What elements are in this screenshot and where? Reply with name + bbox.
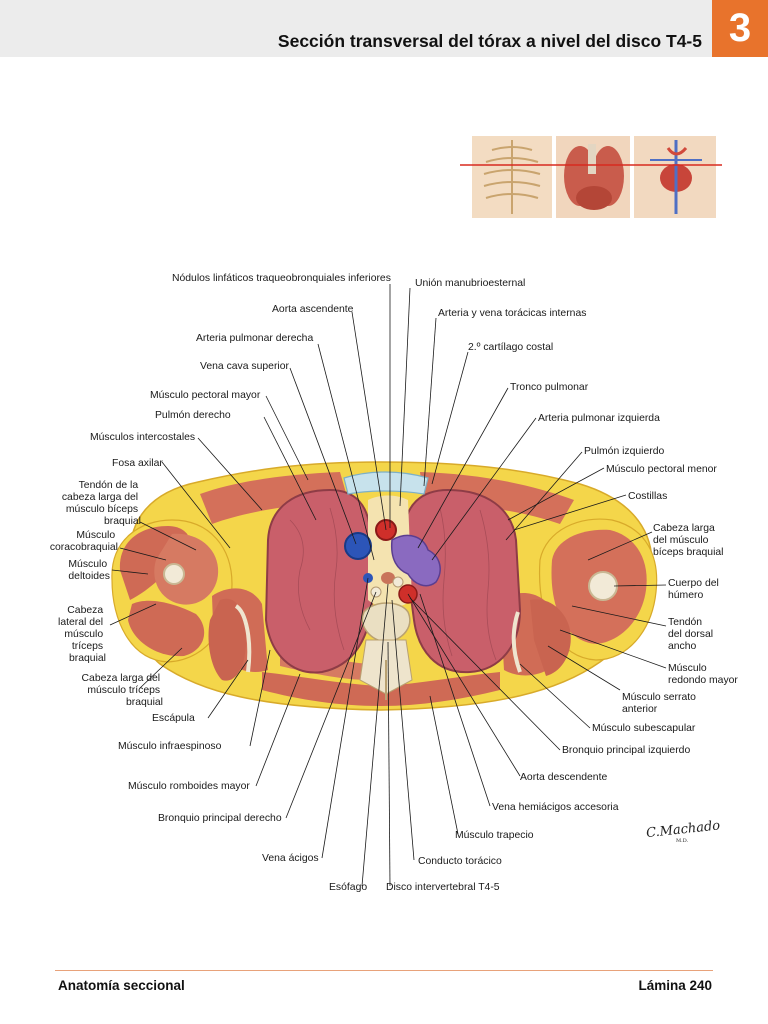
- biceps-left: [154, 533, 219, 605]
- label-biceps-long-head: Cabeza larga del músculo bíceps braquial: [653, 523, 723, 558]
- label-teres-major: Músculo redondo mayor: [668, 663, 738, 686]
- label-superior-vena-cava: Vena cava superior: [200, 361, 289, 372]
- label-serratus-anterior: Músculo serrato anterior: [622, 692, 699, 715]
- sternum: [343, 471, 429, 495]
- label-esophagus: Esófago: [329, 882, 367, 893]
- label-trapezius: Músculo trapecio: [455, 830, 534, 841]
- label-triceps-lateral-head: Cabeza lateral del músculo tríceps braqu…: [58, 605, 106, 664]
- footer-plate-number: Lámina 240: [638, 978, 712, 993]
- label-coracobrachialis: Músculo coracobraquial: [50, 530, 118, 553]
- label-internal-thoracic: Arteria y vena torácicas internas: [438, 308, 586, 319]
- footer-divider: [55, 970, 713, 971]
- chapter-number-badge: 3: [712, 0, 768, 57]
- label-pectoralis-major: Músculo pectoral mayor: [150, 390, 261, 401]
- label-axillary-fossa: Fosa axilar: [112, 458, 163, 469]
- label-manubriosternal-joint: Unión manubrioesternal: [415, 278, 525, 289]
- label-humerus-body: Cuerpo del húmero: [668, 578, 722, 601]
- label-right-lung: Pulmón derecho: [155, 410, 231, 421]
- label-accessory-hemiazygos: Vena hemiácigos accesoria: [492, 802, 619, 813]
- label-left-main-bronchus: Bronquio principal izquierdo: [562, 745, 690, 756]
- label-2nd-costal-cartilage: 2.º cartílago costal: [468, 342, 553, 353]
- label-descending-aorta: Aorta descendente: [520, 772, 607, 783]
- humerus-left: [163, 563, 185, 585]
- label-lymph-nodes: Nódulos linfáticos traqueobronquiales in…: [172, 273, 391, 284]
- orientation-thumbnails: [460, 136, 722, 218]
- footer-section-title: Anatomía seccional: [58, 978, 185, 993]
- label-intervertebral-disc: Disco intervertebral T4-5: [386, 882, 500, 893]
- thumbnail-organs: [564, 144, 624, 210]
- label-scapula: Escápula: [152, 713, 195, 724]
- label-right-pulmonary-artery: Arteria pulmonar derecha: [196, 333, 313, 344]
- pectoralis-major-left: [200, 472, 348, 524]
- esophagus: [381, 572, 395, 584]
- labels: Nódulos linfáticos traqueobronquiales in…: [50, 273, 739, 893]
- pectoralis-major-right: [420, 472, 574, 524]
- label-subscapularis: Músculo subescapular: [592, 723, 696, 734]
- left-lung: [402, 488, 522, 674]
- label-right-main-bronchus: Bronquio principal derecho: [158, 813, 282, 824]
- label-azygos-vein: Vena ácigos: [262, 853, 319, 864]
- leader-lines: [109, 284, 667, 887]
- infraspinatus-left: [208, 598, 246, 681]
- thumbnail-vessels: [650, 140, 702, 214]
- superior-vena-cava: [344, 532, 372, 560]
- label-biceps-long-head-tendon: Tendón de la cabeza larga del músculo bí…: [62, 480, 141, 527]
- label-thoracic-duct: Conducto torácico: [418, 856, 502, 867]
- scapula-left: [234, 604, 252, 673]
- label-ascending-aorta: Aorta ascendente: [272, 304, 354, 315]
- label-infraspinatus: Músculo infraespinoso: [118, 741, 222, 752]
- scapula-right: [511, 611, 522, 673]
- label-left-pulmonary-artery: Arteria pulmonar izquierda: [538, 413, 660, 424]
- triceps-left: [128, 600, 205, 657]
- thorax-cross-section: [111, 461, 658, 711]
- thumbnail-skeleton: [483, 140, 541, 214]
- label-pulmonary-trunk: Tronco pulmonar: [510, 382, 589, 393]
- label-left-lung: Pulmón izquierdo: [584, 446, 665, 457]
- label-rhomboid-major: Músculo romboides mayor: [128, 781, 250, 792]
- label-latissimus-tendon: Tendón del dorsal ancho: [668, 617, 716, 652]
- label-deltoid: Músculo deltoides: [68, 559, 110, 582]
- main-bronchus-left: [392, 576, 404, 588]
- right-lung: [264, 488, 374, 674]
- label-ribs: Costillas: [628, 491, 667, 502]
- page-title: Sección transversal del tórax a nivel de…: [277, 31, 702, 51]
- artist-signature: C.Machado M.D.: [645, 818, 721, 844]
- label-pectoralis-minor: Músculo pectoral menor: [606, 464, 717, 475]
- serratus-right: [530, 599, 571, 676]
- humerus-right: [588, 571, 618, 601]
- label-intercostal-muscles: Músculos intercostales: [90, 432, 195, 443]
- header-bar: [0, 0, 712, 57]
- svg-text:M.D.: M.D.: [676, 838, 689, 844]
- label-triceps-long-head: Cabeza larga del músculo tríceps braquia…: [82, 673, 163, 708]
